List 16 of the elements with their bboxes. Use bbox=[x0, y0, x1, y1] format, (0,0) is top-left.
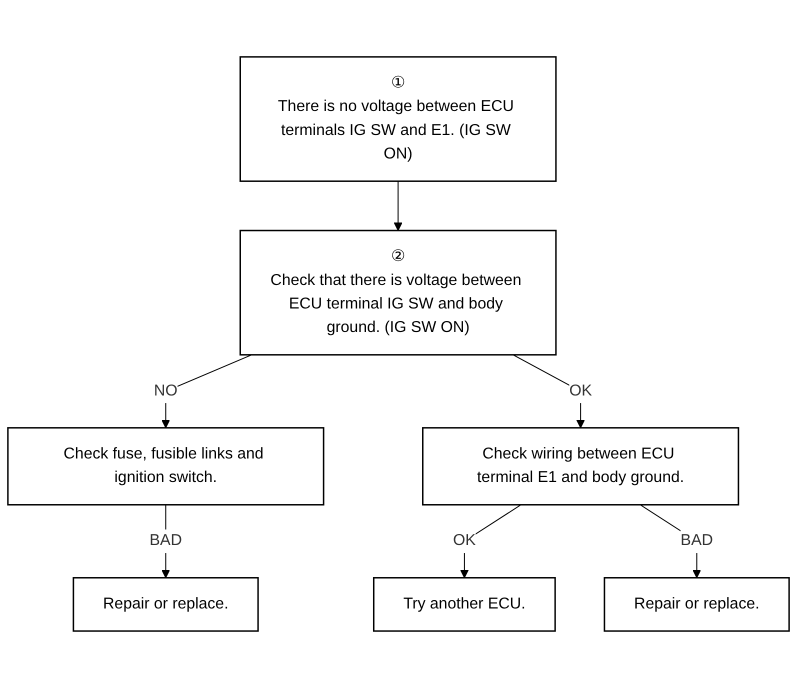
node-box: Check fuse, fusible links and ignition switch. bbox=[7, 427, 324, 506]
edge-label: NO bbox=[154, 382, 178, 400]
edge-label: OK bbox=[453, 532, 476, 550]
node-box: ② Check that there is voltage between ECU terminal IG SW and body ground. (IG SW ON) bbox=[240, 230, 557, 356]
node-box: Check wiring between ECU terminal E1 and body ground. bbox=[422, 427, 740, 506]
arrow bbox=[460, 504, 522, 578]
arrow bbox=[161, 354, 252, 428]
node-box: Repair or replace. bbox=[604, 577, 790, 632]
edge-label: OK bbox=[569, 382, 592, 400]
arrow bbox=[394, 180, 402, 231]
node-box: Repair or replace. bbox=[72, 577, 259, 632]
arrow bbox=[512, 354, 585, 428]
edge-label: BAD bbox=[150, 532, 182, 550]
node-box: Try another ECU. bbox=[372, 577, 556, 632]
edge-label: BAD bbox=[680, 532, 714, 550]
node-box: ① There is no voltage between ECU terminals IG SW and E1. (IG SW ON) bbox=[240, 56, 557, 182]
